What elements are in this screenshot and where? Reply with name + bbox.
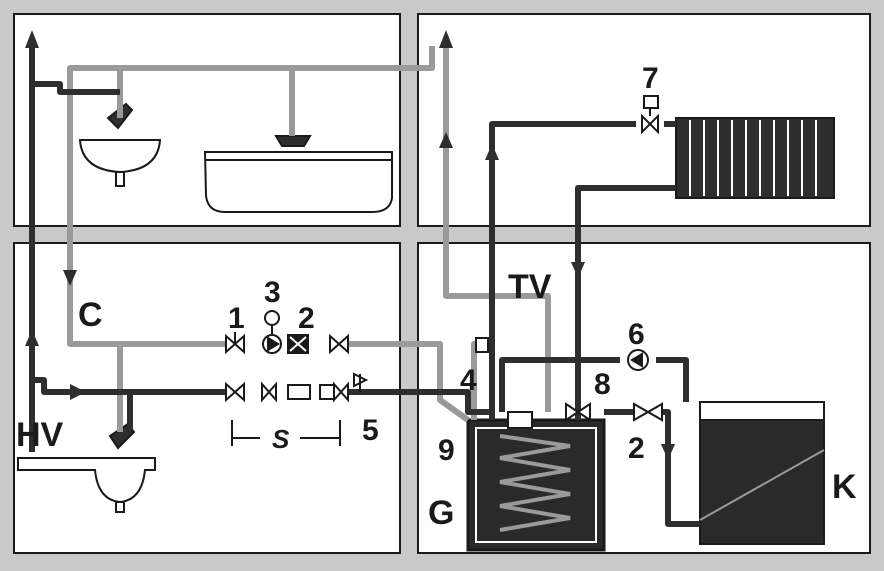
bathtub — [203, 135, 393, 213]
label-g: G — [428, 494, 454, 532]
hot-water-pipes — [29, 48, 700, 527]
arrow-up-hv — [25, 330, 39, 346]
hv-valves — [225, 381, 349, 403]
label-3: 3 — [264, 276, 281, 309]
label-s: S — [272, 424, 290, 454]
check-valve-2 — [287, 334, 309, 354]
label-9: 9 — [438, 434, 455, 467]
label-6: 6 — [628, 318, 645, 351]
valve-1 — [225, 332, 245, 355]
label-tv: TV — [508, 268, 552, 306]
flow-arrows — [25, 30, 675, 460]
label-c: C — [78, 296, 103, 334]
label-1: 1 — [228, 302, 245, 335]
arrow-up-hv-top — [25, 30, 39, 48]
label-2-top: 2 — [298, 302, 315, 335]
arrow-down-return — [571, 262, 585, 278]
check-valve-2-boiler — [633, 402, 663, 422]
storage-tank — [466, 411, 606, 552]
arrow-down-c — [63, 270, 77, 286]
expansion-4 — [475, 337, 489, 353]
label-8: 8 — [594, 368, 611, 401]
arrow-up-cold-mid — [439, 132, 453, 148]
thermostatic-valve-7 — [641, 95, 659, 135]
valve-right-c — [329, 333, 349, 355]
label-hv: HV — [16, 416, 64, 454]
arrow-up-cold-top — [439, 30, 453, 48]
label-2-boiler: 2 — [628, 432, 645, 465]
dimension-s — [231, 420, 341, 446]
arrow-down-boiler — [661, 444, 675, 460]
pump-6 — [627, 349, 649, 371]
label-5: 5 — [362, 414, 379, 447]
label-4: 4 — [460, 364, 477, 397]
arrow-up-supply — [485, 144, 499, 160]
heating-coil — [499, 434, 571, 532]
label-k: K — [832, 468, 857, 506]
boiler — [699, 401, 825, 545]
safety-valve-5 — [353, 372, 369, 392]
mixing-valve-8 — [565, 402, 591, 422]
pump-3 — [262, 310, 282, 354]
label-7: 7 — [642, 62, 659, 95]
arrow-right-hv — [70, 384, 86, 400]
components — [225, 95, 663, 422]
radiator — [675, 117, 835, 199]
